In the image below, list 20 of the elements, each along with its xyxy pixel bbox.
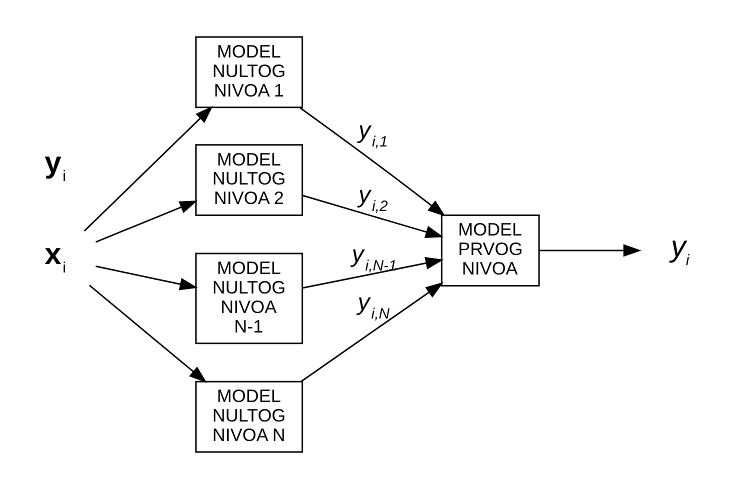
node-text: x$_{i}$: [44, 237, 66, 276]
arrow: [96, 265, 198, 290]
label: y$_{i}$: [44, 146, 66, 185]
arrow: [302, 256, 444, 288]
edge-label: y$_{i,N}$: [358, 288, 390, 322]
arrow: [95, 200, 198, 242]
node-box: MODEL NULTOG NIVOA 2: [195, 144, 304, 216]
node-box: MODEL PRVOG NIVOA: [440, 214, 540, 286]
node-box: MODEL NULTOG NIVOA N: [195, 380, 304, 452]
arrow: [302, 194, 444, 238]
arrow: [88, 284, 207, 382]
node-text: y$_{i}$: [670, 230, 690, 268]
arrow: [300, 282, 444, 382]
arrow: [84, 105, 213, 231]
node-box: MODEL NULTOG NIVOA 1: [195, 36, 304, 108]
arrow: [539, 244, 642, 256]
node-box: MODEL NULTOG NIVOA N-1: [195, 252, 304, 344]
edge-label: y$_{i,2}$: [358, 180, 388, 214]
edge-label: y$_{i,1}$: [358, 116, 388, 150]
arrow: [300, 106, 446, 216]
